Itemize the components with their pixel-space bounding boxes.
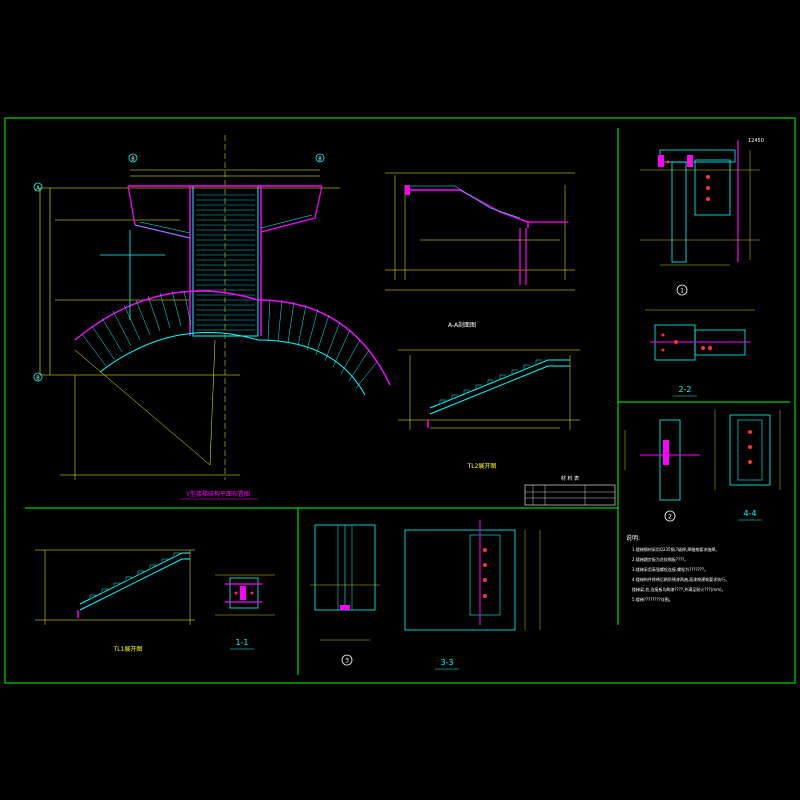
detail-1-view: 12450 1 xyxy=(640,138,764,296)
tl2-view: TL2展开图 xyxy=(398,349,580,470)
section-4-4-title: 4-4 xyxy=(743,509,756,518)
grid-bubble-top-left xyxy=(128,153,138,163)
detail-3-view: 3 xyxy=(310,524,380,666)
detail-3-number: 3 xyxy=(345,658,349,665)
notes-line-1: 1.楼梯钢材采用Q235钢,?级焊,焊缝按要求施焊。 xyxy=(632,546,719,552)
grid-label-top-left: B xyxy=(131,157,135,163)
notes-line-2: 2.楼梯踏步板为花纹钢板????。 xyxy=(632,556,688,562)
grid-label-left-upper: A xyxy=(36,186,40,192)
detail-2-number: 2 xyxy=(668,514,672,521)
elevation-aa-view: A-A剖面图 xyxy=(385,172,575,329)
design-notes: 说明: 1.楼梯钢材采用Q235钢,?级焊,焊缝按要求施焊。 2.楼梯踏步板为花… xyxy=(626,534,729,602)
grid-bubble-left-lower xyxy=(33,372,43,382)
drawing-frame xyxy=(4,117,796,684)
plan-view: B B A B Y型楼梯结构平面布置图 xyxy=(33,135,391,500)
section-1-1-view: 1-1 xyxy=(215,574,275,650)
tl1-view: TL1展开图 xyxy=(35,549,195,653)
detail-2-view: 2 xyxy=(624,419,700,522)
grid-label-top-right: B xyxy=(318,157,322,163)
notes-heading: 说明: xyxy=(626,534,640,542)
tl2-title: TL2展开图 xyxy=(467,463,497,470)
section-1-1-title: 1-1 xyxy=(235,638,248,647)
grid-label-left-lower: B xyxy=(36,376,40,382)
material-table: 材 料 表 xyxy=(524,475,616,506)
section-2-2-view: 2-2 xyxy=(645,309,755,397)
notes-line-4: 4.楼梯构件除锈后刷防锈漆两遍,面漆按建筑要求执行。 xyxy=(632,576,729,582)
notes-line-5: 楼梯梁,柱,连接板均刷漆????,并满足耐火???(mm)。 xyxy=(632,586,726,592)
plan-straight-flight xyxy=(192,185,259,337)
grid-bubble-top-right xyxy=(315,153,325,163)
notes-line-6: 5.楼梯????????详图。 xyxy=(632,596,673,602)
tl1-title: TL1展开图 xyxy=(113,646,143,653)
plan-straight-treads xyxy=(196,194,255,331)
plan-curved-treads xyxy=(81,290,378,389)
notes-line-3: 3.楼梯采用高强螺栓连接,螺栓为???????。 xyxy=(632,566,708,572)
section-4-4-view: 4-4 xyxy=(714,410,781,521)
material-table-title: 材 料 表 xyxy=(561,475,579,482)
detail-1-number: 1 xyxy=(680,288,684,295)
section-3-3-view: 3-3 xyxy=(404,520,541,670)
plan-view-title: Y型楼梯结构平面布置图 xyxy=(185,490,250,498)
grid-bubble-left-upper xyxy=(33,182,43,192)
section-2-2-title: 2-2 xyxy=(678,385,691,394)
plan-curved-flight-inner xyxy=(99,331,366,396)
section-3-3-title: 3-3 xyxy=(440,658,453,667)
detail-1-elevation: 12450 xyxy=(748,138,764,144)
elevation-aa-title: A-A剖面图 xyxy=(448,321,476,329)
